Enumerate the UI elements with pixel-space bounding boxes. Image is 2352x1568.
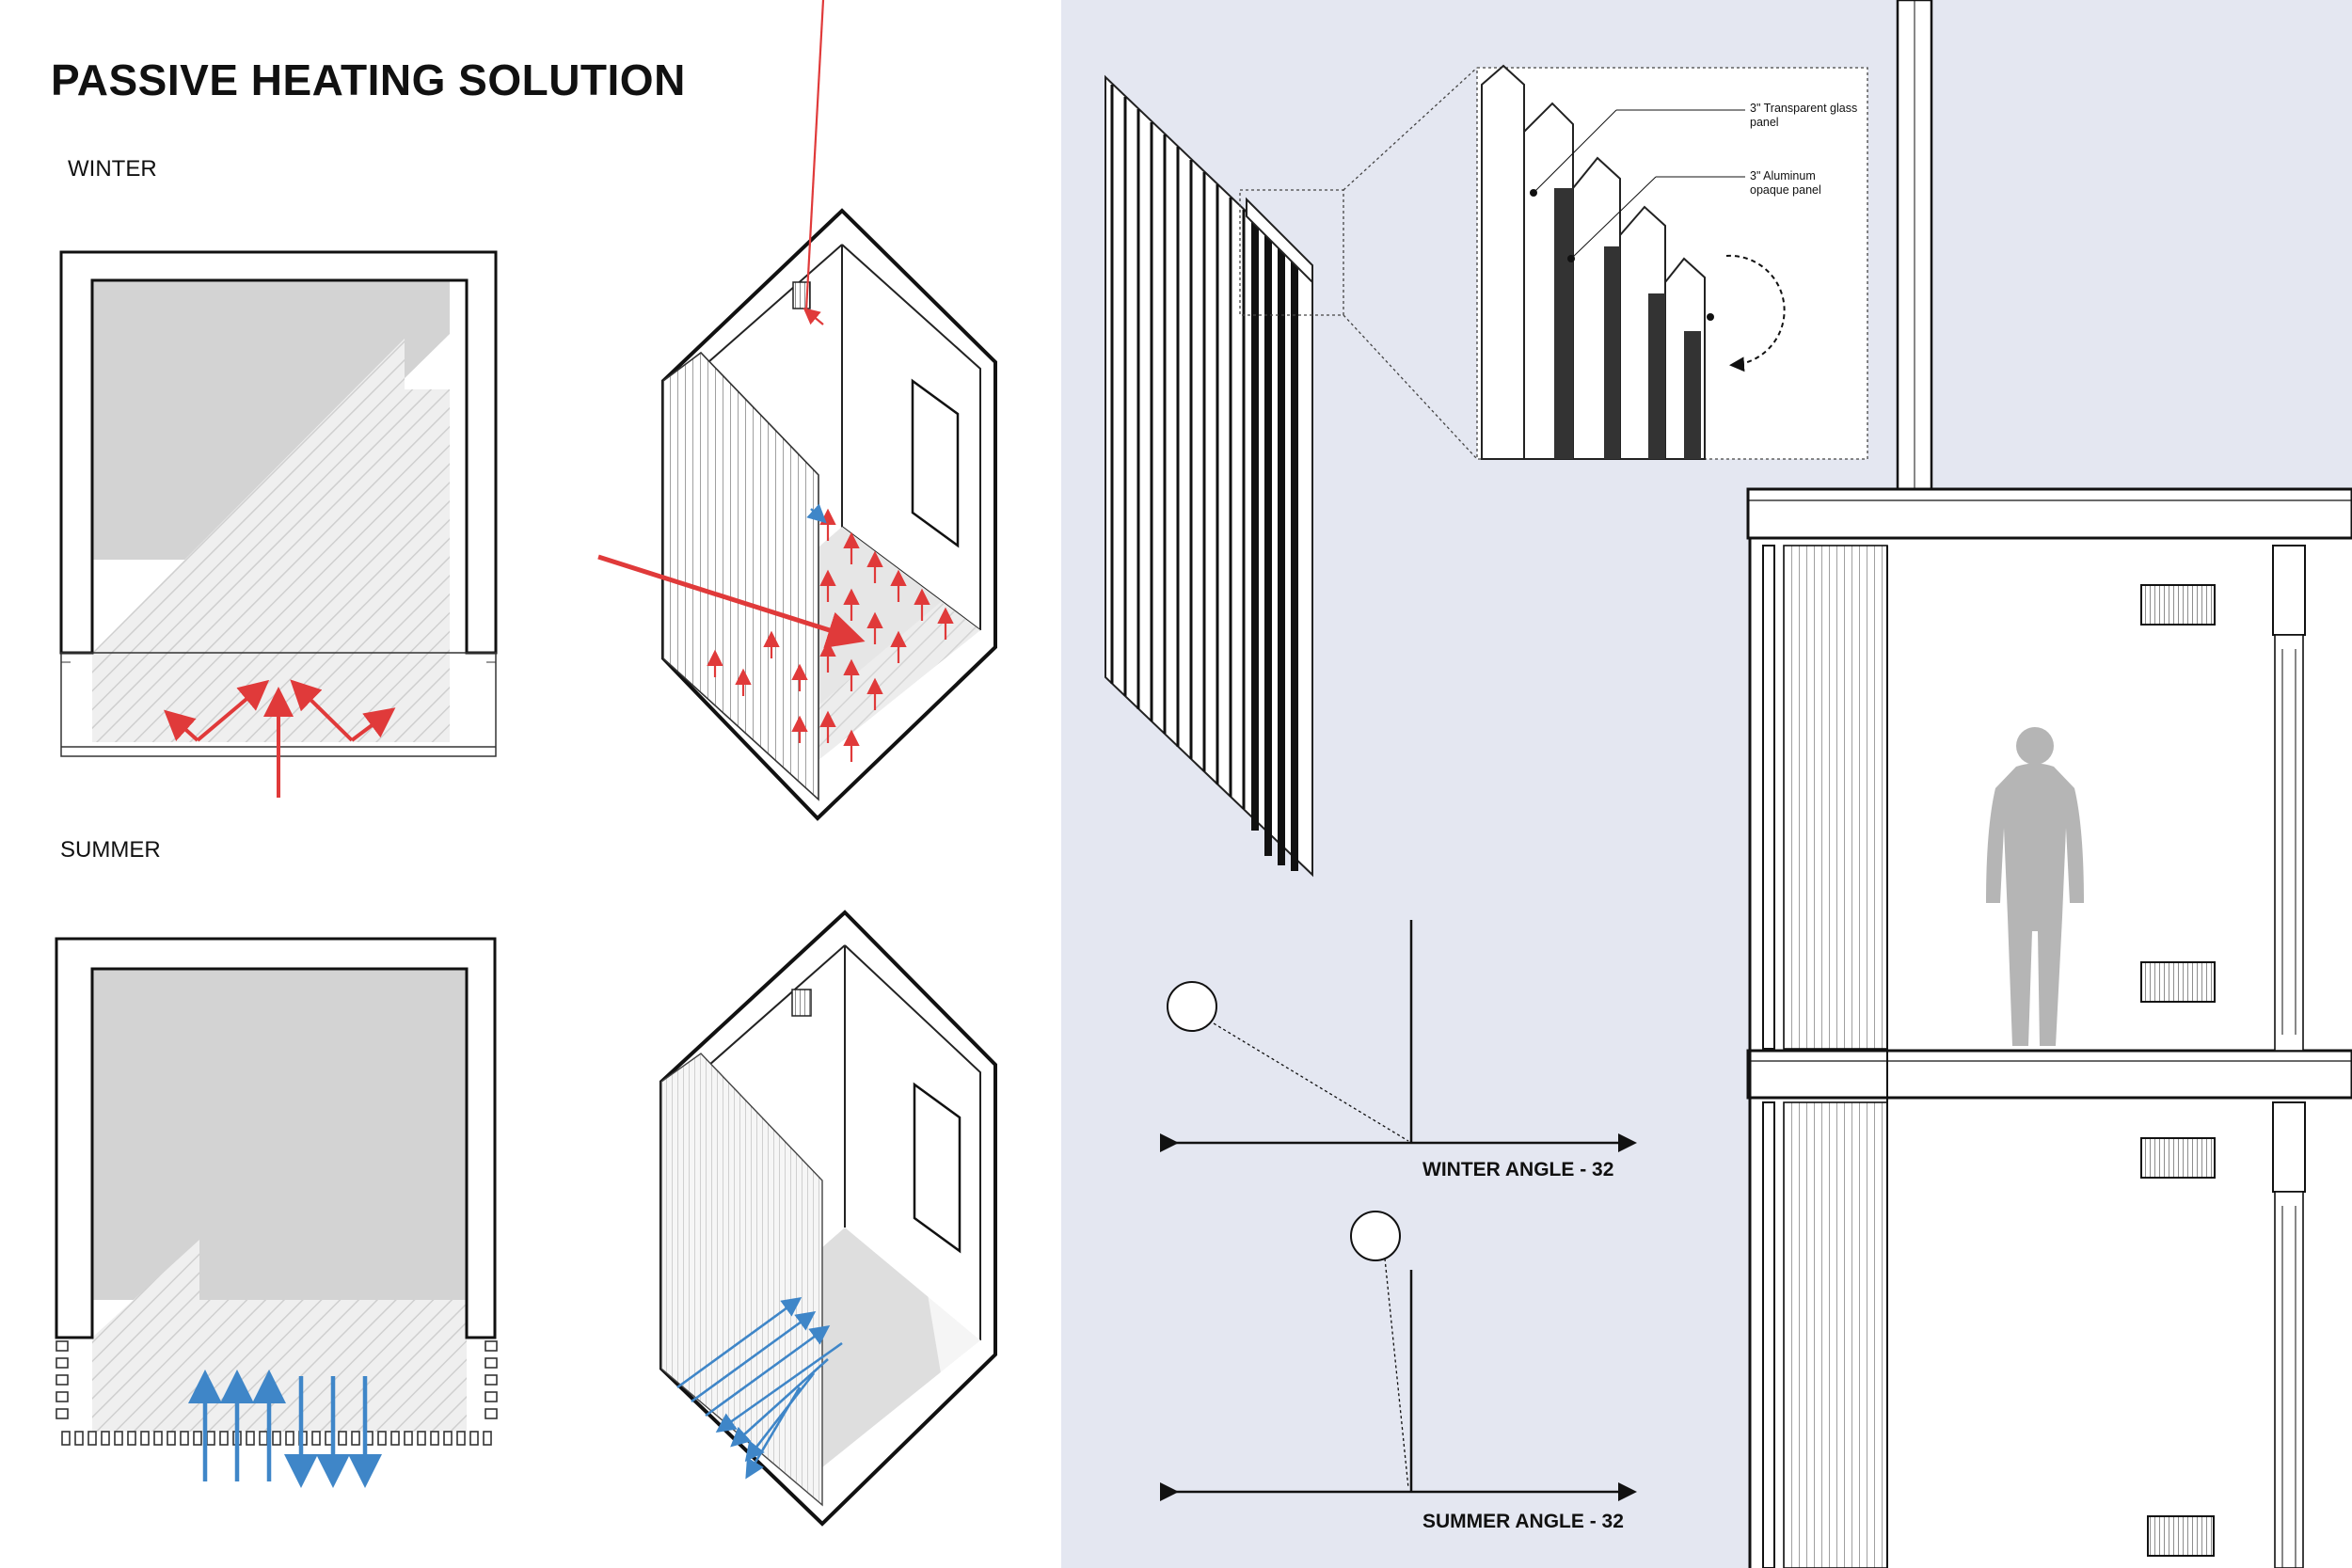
- summer-angle-label: SUMMER ANGLE - 32: [1422, 1511, 1624, 1532]
- summer-label: SUMMER: [60, 837, 161, 863]
- summer-iso-vent-upper: [791, 989, 812, 1017]
- winter-iso-sun-arrow: [597, 554, 866, 648]
- summer-iso-airflow-arrows: [676, 1296, 843, 1480]
- human-figure: [1986, 727, 2084, 1046]
- winter-angle-label: WINTER ANGLE - 32: [1422, 1159, 1614, 1180]
- summer-plan-louvres: [56, 1340, 498, 1446]
- summer-isometric: [660, 910, 997, 1527]
- winter-label: WINTER: [68, 156, 157, 182]
- building-section: [1746, 0, 2352, 1568]
- winter-sun-angle-diagram: [1160, 920, 1637, 1152]
- winter-iso-door: [911, 378, 960, 548]
- section-vent-4: [2147, 1515, 2215, 1557]
- louvre-assembly: [1104, 74, 1313, 878]
- winter-plan: [59, 250, 498, 798]
- page-title: PASSIVE HEATING SOLUTION: [51, 55, 686, 104]
- summer-sun-angle-diagram: [1160, 1211, 1637, 1501]
- glass-panel-label: 3" Transparent glass panel: [1750, 102, 1857, 130]
- glass-panel-label-line1: 3" Transparent glass: [1750, 102, 1858, 115]
- aluminum-panel-label: 3" Aluminum opaque panel: [1750, 169, 1821, 198]
- section-vent-1: [2140, 584, 2216, 626]
- section-vent-3: [2140, 1137, 2216, 1179]
- summer-plan-walls: [55, 937, 497, 1339]
- winter-isometric: [597, 0, 997, 821]
- summer-plan: [55, 937, 498, 1488]
- winter-plan-heat-arrows: [164, 679, 396, 798]
- section-vent-2: [2140, 961, 2216, 1003]
- summer-plan-airflow-arrows: [188, 1370, 382, 1488]
- winter-iso-facade-slats: [662, 351, 819, 801]
- section-louvres-upper: [1783, 545, 1888, 1050]
- section-slab-upper: [1746, 487, 2352, 540]
- section-louvres-lower: [1783, 1101, 1888, 1568]
- summer-iso-door: [913, 1082, 961, 1254]
- louvre-detail-callout: [1239, 64, 1868, 460]
- glass-panel-label-line2: panel: [1750, 116, 1779, 129]
- aluminum-panel-label-line2: opaque panel: [1750, 183, 1821, 197]
- section-slab-lower: [1746, 1049, 2352, 1100]
- aluminum-panel-label-line1: 3" Aluminum: [1750, 169, 1816, 182]
